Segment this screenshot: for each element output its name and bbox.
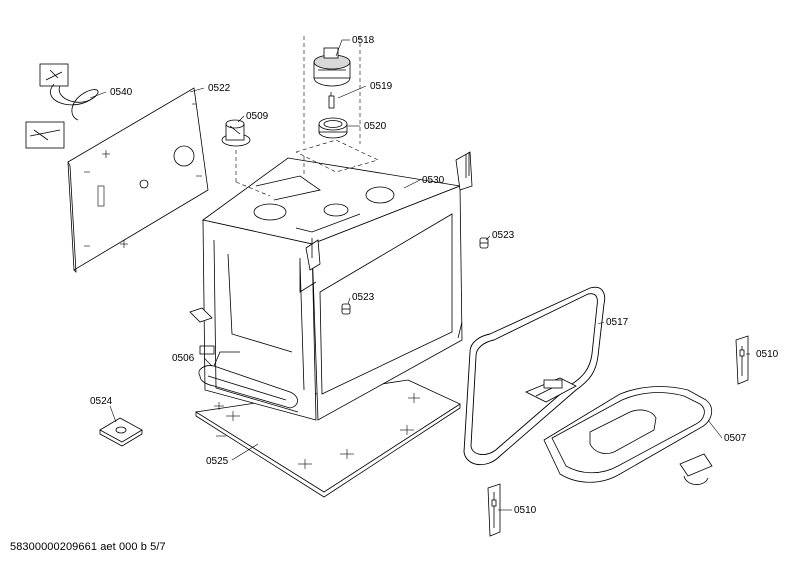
label-0522: 0522: [208, 83, 231, 94]
fitting-part-0509: [221, 119, 251, 147]
part-labels: 0518 0519 0520 0540 0522 0509 0530 0523 …: [90, 35, 779, 516]
label-0524: 0524: [90, 396, 113, 407]
screw-part-0523: [341, 237, 489, 315]
label-0518: 0518: [352, 35, 375, 46]
document-id-footer: 58300000209661 aet 000 b 5/7: [10, 541, 166, 553]
door-gasket-part: [463, 286, 606, 466]
label-0525: 0525: [206, 456, 229, 467]
label-0510-right: 0510: [756, 349, 779, 360]
bottom-heater-part: [198, 345, 298, 409]
label-0530: 0530: [422, 175, 445, 186]
label-0523-right: 0523: [492, 230, 515, 241]
label-0510-bottom: 0510: [514, 505, 537, 516]
bracket-part-0510-bottom: [487, 483, 501, 537]
grill-bracket-part: [679, 453, 713, 485]
rear-panel-part: [67, 87, 209, 274]
label-0540: 0540: [110, 87, 133, 98]
fan-motor-assembly: [313, 47, 351, 139]
label-0517: 0517: [606, 317, 629, 328]
oven-cavity-part: [189, 151, 473, 421]
label-0509: 0509: [246, 111, 269, 122]
bracket-part-0510-right: [735, 335, 749, 385]
sensor-cable-part: [25, 63, 99, 149]
pad-part-0524: [99, 417, 143, 447]
label-0519: 0519: [370, 81, 393, 92]
assembly-dashed-lines: [235, 36, 379, 197]
leader-lines: [89, 39, 750, 511]
label-0520: 0520: [364, 121, 387, 132]
label-0507: 0507: [724, 433, 747, 444]
label-0523-inner: 0523: [352, 292, 375, 303]
label-0506: 0506: [172, 353, 195, 364]
grill-heater-part: [525, 377, 713, 483]
